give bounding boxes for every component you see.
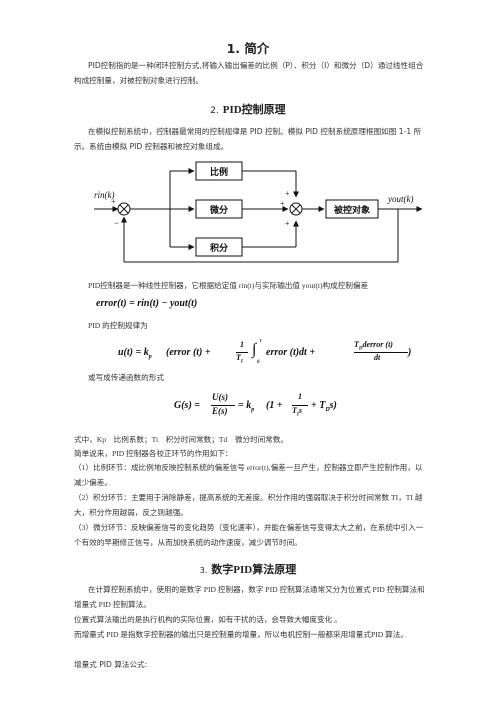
law-num: TDderror (t) xyxy=(354,340,393,352)
tf-eq: = kp xyxy=(238,400,255,413)
law-den: dt xyxy=(374,353,381,362)
section2-paragraph-2: PID 的控制规律为 xyxy=(88,321,148,330)
tf-g: G(s) = xyxy=(174,400,200,411)
law-a: (error (t) + xyxy=(166,347,211,358)
section3-title-number: 3. xyxy=(199,566,208,575)
section2-paragraph-1: PID控制器是一种线性控制器，它根据给定值 rin(t)与实际输出值 yout(… xyxy=(88,281,369,290)
section2-paragraph-7: （2）积分环节：主要用于消除静差，提高系统的无差度。积分作用的强弱取决于积分时间… xyxy=(74,493,423,517)
derivative-label: 微分 xyxy=(209,204,228,215)
tf-lhs-num: U(s) xyxy=(212,392,228,402)
section2-paragraph-6: （1）比例环节：成比例地反映控制系统的偏差信号 error(t),偏差一旦产生，… xyxy=(74,463,423,487)
integral-label: 积分 xyxy=(210,242,228,253)
section3-title: 3. 数字PID算法原理 xyxy=(0,561,496,577)
section3-title-text: 数字PID算法原理 xyxy=(211,564,297,576)
sum2-plus-sign-bottom: + xyxy=(285,219,290,228)
tf-plus: + TDs) xyxy=(311,400,337,413)
section2-paragraph-3: 或写成传递函数的形式 xyxy=(88,373,164,382)
section2-title-text: PID控制原理 xyxy=(222,104,286,116)
pid-block-diagram: rin(k) yout(k) 比例 微分 积分 被控对象 + − + + + xyxy=(94,161,423,263)
law-b: error (t)dt + xyxy=(266,347,316,358)
section1-title: 1. 简介 xyxy=(226,41,270,56)
tf-one: 1 xyxy=(298,392,302,401)
section2-paragraph-4: 式中，Kp 比例系数；Ti 积分时间常数；Td 微分时间常数。 xyxy=(74,435,289,444)
section3-paragraph-2: 位置式算法输出的是执行机构的实际位置，如有干扰的话，会导致大幅度变化 。 xyxy=(74,615,342,624)
law-one: 1 xyxy=(240,340,244,349)
sum1-minus-sign: − xyxy=(114,218,119,228)
tf-open: (1 + xyxy=(266,400,283,411)
law-lhs: u(t) = kp xyxy=(118,347,152,360)
section3-paragraph-1: 在计算控制系统中，使用的是数字 PID 控制器，数字 PID 控制算法通常又分为… xyxy=(74,585,425,609)
sum2-plus-sign-top: + xyxy=(285,189,290,198)
integral-sign: ∫ xyxy=(252,341,257,358)
section2-title-number: 2. xyxy=(210,106,219,116)
section1-body: PID控制指的是一种闭环控制方式,将输入输出偏差的比例（P）、积分（I）和微分（… xyxy=(74,61,424,85)
section3-paragraph-4: 增量式 PID 算法公式: xyxy=(74,660,148,669)
tf-den: TIs xyxy=(292,406,302,418)
law-int-lower: 0 xyxy=(257,360,260,365)
law-int-upper: t xyxy=(260,339,262,344)
section2-intro: 在模拟控制系统中，控制器最常用的控制规律是 PID 控制。模拟 PID 控制系统… xyxy=(74,127,422,151)
output-label: yout(k) xyxy=(387,194,413,204)
section2-paragraph-5: 简单说来，PID 控制器各校正环节的作用如下： xyxy=(74,449,233,458)
section2-paragraph-8: （3）微分环节：反映偏差信号的变化趋势（变化速率），并能在偏差信号变得太大之前，… xyxy=(74,523,424,547)
section2-title: 2. PID控制原理 xyxy=(0,101,496,117)
proportional-label: 比例 xyxy=(210,166,228,177)
sum2-plus-sign-left: + xyxy=(280,199,285,208)
sum1-plus-sign: + xyxy=(111,197,116,206)
plant-label: 被控对象 xyxy=(334,204,370,215)
tf-lhs-den: E(s) xyxy=(212,406,228,416)
error-equation: error(t) = rin(t) − yout(t) xyxy=(96,298,198,309)
section3-paragraph-3: 而增量式 PID 是指数字控制器的输出只是控制量的增量，所以电机控制一般都采用增… xyxy=(74,630,408,639)
input-label: rin(k) xyxy=(94,190,115,200)
law-ti: TI xyxy=(236,353,243,365)
law-close: ) xyxy=(408,347,412,358)
